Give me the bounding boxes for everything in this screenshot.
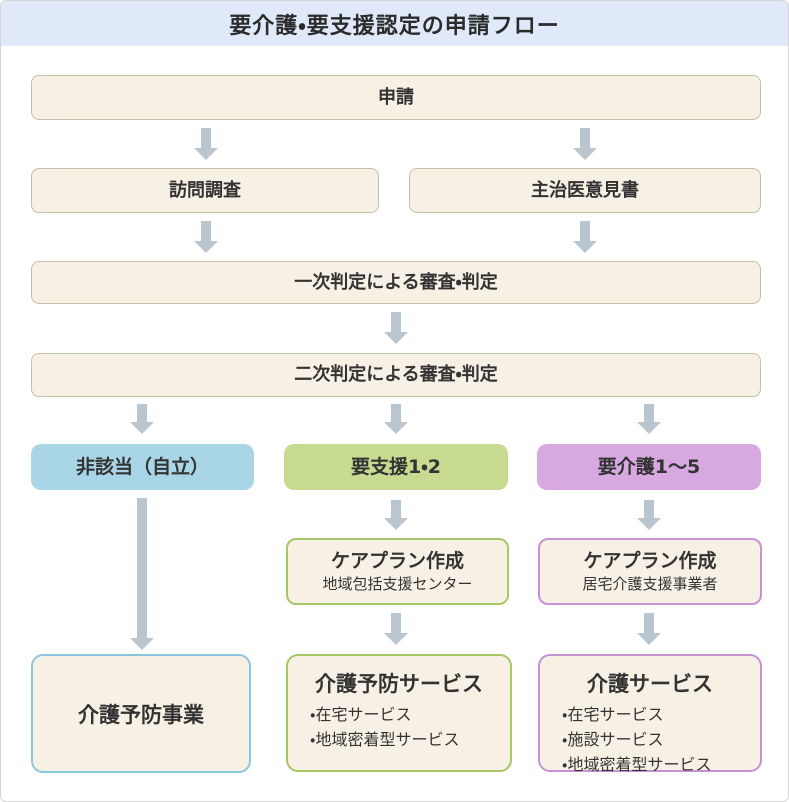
careplan-subtitle: 居宅介護支援事業者 (582, 575, 718, 594)
careplan-title: ケアプラン作成 (330, 549, 464, 572)
node-care-needed: 要介護1〜5 (537, 444, 761, 490)
node-secondary-judgment: 二次判定による審査・判定 (31, 353, 761, 397)
node-support-needed: 要支援1・2 (284, 444, 508, 490)
arrow-stem (391, 404, 401, 422)
arrow-head (130, 422, 154, 434)
arrow-stem (644, 404, 654, 422)
node-careplan-home: ケアプラン作成 居宅介護支援事業者 (538, 538, 762, 605)
node-prevention-services: 介護予防サービス ・在宅サービス ・地域密着型サービス (286, 654, 512, 772)
node-care-services: 介護サービス ・在宅サービス ・施設サービス ・地域密着型サービス (538, 654, 762, 774)
node-application: 申請 (31, 75, 761, 120)
arrow-head (637, 518, 661, 530)
arrow-down-icon (637, 404, 661, 434)
arrow-down-icon (130, 498, 154, 650)
arrow-head (637, 633, 661, 645)
service-list-item: ・在宅サービス (310, 705, 412, 724)
arrow-down-icon (384, 613, 408, 645)
arrow-stem (201, 221, 211, 241)
node-doctor-opinion: 主治医意見書 (409, 168, 761, 213)
node-primary-judgment: 一次判定による審査・判定 (31, 261, 761, 304)
arrow-down-icon (384, 312, 408, 344)
service-list-item: ・地域密着型サービス (562, 754, 712, 774)
arrow-stem (391, 500, 401, 518)
arrow-stem (580, 128, 590, 148)
arrow-head (637, 422, 661, 434)
page-title: 要介護・要支援認定の申請フロー (229, 13, 560, 39)
arrow-head (384, 422, 408, 434)
arrow-down-icon (384, 500, 408, 530)
arrow-stem (137, 498, 147, 638)
arrow-down-icon (130, 404, 154, 434)
arrow-stem (201, 128, 211, 148)
arrow-down-icon (637, 613, 661, 645)
arrow-stem (644, 613, 654, 633)
arrow-down-icon (194, 128, 218, 160)
arrow-head (194, 241, 218, 253)
arrow-head (194, 148, 218, 160)
arrow-stem (391, 312, 401, 332)
service-box-title: 介護サービス (587, 672, 713, 696)
node-careplan-community: ケアプラン作成 地域包括支援センター (286, 538, 509, 605)
node-prevention-program: 介護予防事業 (31, 654, 251, 773)
arrow-head (573, 148, 597, 160)
arrow-stem (580, 221, 590, 241)
arrow-stem (391, 613, 401, 633)
arrow-stem (644, 500, 654, 518)
node-not-eligible: 非該当（自立） (31, 444, 254, 490)
service-list-item: ・地域密着型サービス (310, 729, 460, 749)
arrow-down-icon (637, 500, 661, 530)
service-box-title: 介護予防サービス (315, 672, 483, 696)
arrow-down-icon (573, 221, 597, 253)
arrow-down-icon (573, 128, 597, 160)
service-list-item: ・施設サービス (562, 729, 664, 749)
careplan-subtitle: 地域包括支援センター (322, 575, 473, 594)
arrow-down-icon (384, 404, 408, 434)
arrow-head (384, 518, 408, 530)
arrow-head (384, 633, 408, 645)
arrow-head (573, 241, 597, 253)
page-header: 要介護・要支援認定の申請フロー (1, 1, 788, 46)
arrow-head (130, 638, 154, 650)
arrow-head (384, 332, 408, 344)
arrow-stem (137, 404, 147, 422)
careplan-title: ケアプラン作成 (583, 549, 717, 572)
service-list-item: ・在宅サービス (562, 705, 664, 724)
arrow-down-icon (194, 221, 218, 253)
node-visit-survey: 訪問調査 (31, 168, 379, 213)
